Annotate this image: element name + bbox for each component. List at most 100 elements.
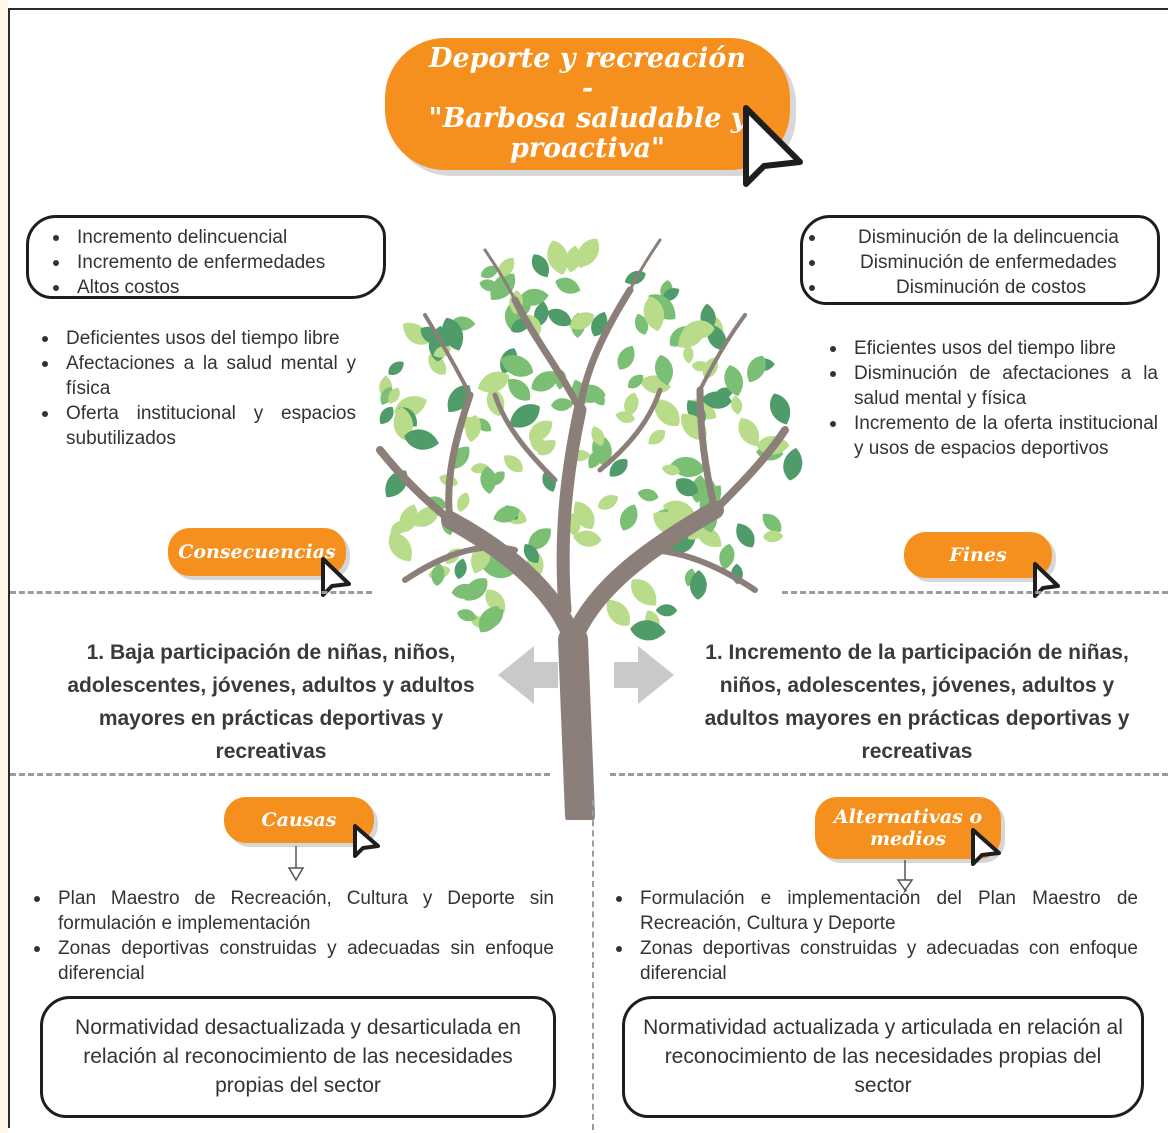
tree-leaf: [637, 488, 659, 502]
tree-leaf: [654, 399, 680, 427]
tree-leaf: [413, 506, 439, 527]
list-item: Incremento delincuencial: [53, 225, 383, 250]
tree-leaf: [655, 604, 678, 617]
list-item: Disminución de costos: [809, 275, 1157, 300]
tree-leaf: [490, 273, 516, 300]
list-item: Afectaciones a la salud mental y física: [42, 353, 356, 399]
tree-leaf: [480, 265, 499, 279]
tree-leaf: [457, 492, 470, 512]
divider-line: [610, 773, 1168, 776]
tree-leaf: [547, 308, 573, 327]
tree-leaf: [480, 466, 496, 495]
causes-box: Normatividad desactualizada y desarticul…: [40, 996, 556, 1118]
title-line-1: Deporte y recreación -: [429, 43, 746, 104]
tree-leaf: [478, 605, 500, 633]
tree-leaf: [388, 361, 404, 375]
cursor-arrow-icon: [743, 105, 803, 187]
alternatives-label: Alternativas o medios: [815, 797, 1001, 859]
list-item: Zonas deportivas construidas y adecuadas…: [616, 938, 1138, 984]
list-item: Zonas deportivas construidas y adecuadas…: [34, 938, 554, 984]
list-item: Eficientes usos del tiempo libre: [830, 336, 1158, 361]
tree-leaf: [464, 578, 488, 601]
tree-leaf: [738, 418, 760, 447]
tree-leaf: [662, 288, 680, 301]
tree-leaf: [523, 544, 540, 563]
alternatives-label-text: Alternativas o: [833, 806, 983, 828]
tree-leaf: [457, 609, 477, 622]
tree-leaf: [747, 355, 766, 383]
list-item: Deficientes usos del tiempo libre: [42, 326, 356, 351]
tree-leaf: [617, 345, 635, 370]
tree-leaf: [691, 361, 710, 372]
tree-leaf: [428, 354, 447, 375]
title-line-2: "Barbosa saludable y: [428, 103, 747, 134]
tree-leaf: [479, 279, 500, 292]
tree-leaf: [634, 313, 649, 335]
consequences-bubble: Incremento delincuencial Incremento de e…: [26, 215, 386, 299]
list-item: Incremento de enfermedades: [53, 250, 383, 275]
tree-leaf: [762, 530, 784, 543]
causes-box-text: Normatividad desactualizada y desarticul…: [75, 1016, 521, 1097]
tree-leaf: [531, 254, 549, 278]
causes-label: Causas: [224, 797, 374, 843]
tree-leaf: [724, 365, 743, 397]
cursor-arrow-icon: [1033, 562, 1060, 598]
ends-label-text: Fines: [949, 544, 1007, 566]
tree-leaf: [762, 513, 782, 533]
tree-leaf: [573, 530, 602, 547]
tree-leaf: [442, 317, 464, 351]
alternatives-box: Normatividad actualizada y articulada en…: [622, 996, 1144, 1118]
divider-line: [782, 591, 1168, 594]
tree-leaf: [630, 620, 666, 641]
tree-illustration: [376, 238, 803, 820]
tree-leaf: [565, 245, 581, 273]
list-item: Formulación e implementación del Plan Ma…: [616, 888, 1138, 934]
tree-leaf: [508, 378, 531, 401]
tree-leaf: [454, 558, 467, 580]
tree-leaf: [404, 429, 439, 450]
tree-leaf: [631, 579, 657, 606]
tree-leaf: [529, 420, 553, 441]
tree-leaf: [485, 589, 506, 613]
tree-leaf: [388, 387, 400, 404]
tree-leaf: [431, 563, 445, 586]
tree-leaf: [498, 257, 515, 277]
tree-leaf: [643, 296, 665, 332]
causes-label-text: Causas: [261, 809, 337, 831]
down-arrow-icon: [287, 846, 305, 882]
list-item: Incremento de la oferta institucional y …: [830, 413, 1158, 459]
down-arrow-icon: [896, 860, 914, 892]
tree-leaf: [654, 354, 674, 386]
tree-leaf: [519, 288, 549, 306]
tree-leaf: [731, 395, 743, 415]
tree-leaf: [628, 374, 644, 389]
tree-leaf: [393, 406, 413, 441]
tree-leaf: [569, 312, 595, 330]
title-line-3: proactiva": [509, 133, 666, 164]
alternatives-label-text: medios: [869, 828, 947, 850]
double-arrow-icon: [498, 646, 674, 704]
tree-leaf: [388, 533, 412, 562]
tree-leaf: [591, 426, 605, 446]
tree-leaf: [500, 355, 534, 377]
tree-leaf: [547, 240, 569, 275]
tree-leaf: [620, 504, 638, 531]
alternatives-box-text: Normatividad actualizada y articulada en…: [643, 1016, 1123, 1097]
tree-leaf: [682, 320, 715, 339]
alternatives-list: Formulación e implementación del Plan Ma…: [616, 886, 1138, 986]
tree-leaf: [701, 391, 732, 409]
list-item: Disminución de la delincuencia: [809, 225, 1157, 250]
cursor-arrow-icon: [971, 828, 1001, 866]
central-objective: 1. Incremento de la participación de niñ…: [704, 641, 1130, 763]
list-item: Plan Maestro de Recreación, Cultura y De…: [34, 888, 554, 934]
divider-line: [592, 800, 594, 1130]
cursor-arrow-icon: [353, 824, 380, 858]
list-item: Disminución de afectaciones a la salud m…: [830, 363, 1158, 409]
tree-leaf: [550, 398, 574, 411]
main-title: Deporte y recreación - "Barbosa saludabl…: [385, 38, 790, 170]
tree-leaf: [624, 392, 639, 417]
tree-leaf: [399, 504, 418, 533]
list-item: Altos costos: [53, 275, 383, 300]
ends-label: Fines: [904, 532, 1052, 578]
tree-leaf: [609, 458, 628, 477]
